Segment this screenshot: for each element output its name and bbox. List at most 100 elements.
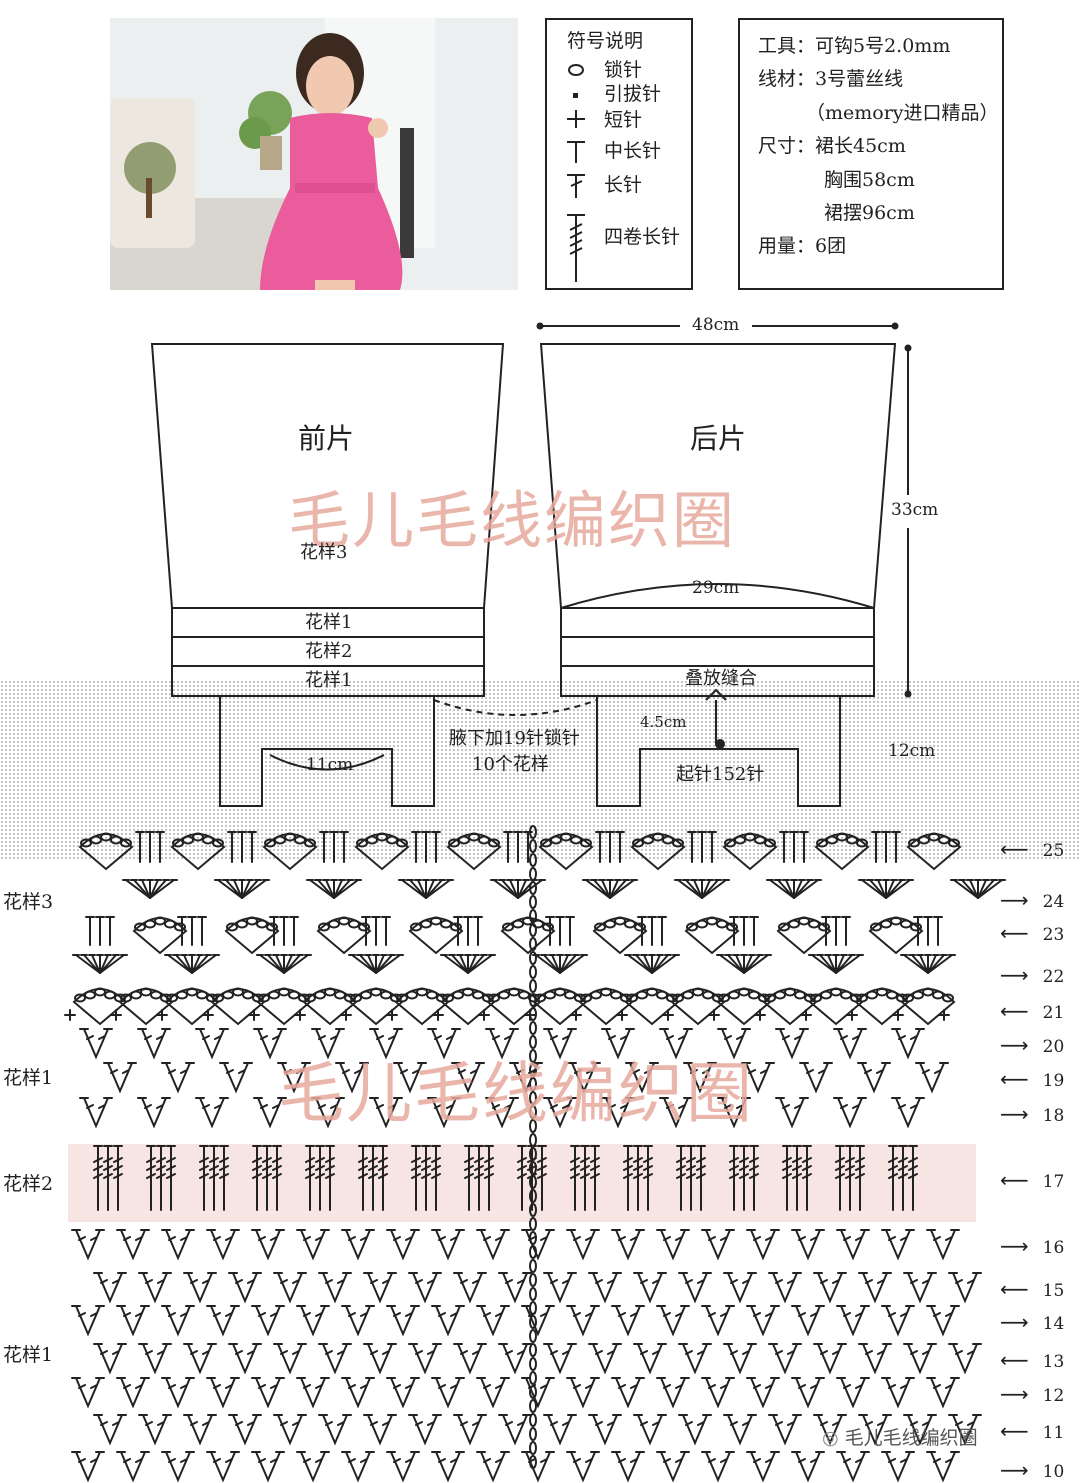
arrow-left-icon: ⟵ bbox=[1000, 1168, 1029, 1192]
tall-stitch-group bbox=[570, 1145, 600, 1211]
row-marker: ⟶12 bbox=[1000, 1382, 1064, 1406]
v-stitch-symbol bbox=[543, 1414, 577, 1446]
legend-label-single: 短针 bbox=[604, 109, 643, 131]
v-stitch-symbol bbox=[138, 1343, 172, 1375]
arrow-left-icon: ⟵ bbox=[1000, 1067, 1029, 1091]
shell-stitch-symbol bbox=[950, 879, 1006, 899]
v-stitch-symbol bbox=[791, 1377, 825, 1409]
chain-arc-symbol bbox=[716, 987, 772, 1026]
v-stitch-symbol bbox=[341, 1451, 375, 1483]
v-stitch-symbol bbox=[393, 1062, 427, 1094]
v-stitch-symbol bbox=[601, 1097, 635, 1129]
v-stitch-symbol bbox=[768, 1343, 802, 1375]
legend-title: 符号说明 bbox=[567, 30, 644, 52]
side-label-pattern1-upper: 花样1 bbox=[3, 1067, 54, 1089]
v-stitch-symbol bbox=[183, 1414, 217, 1446]
v-stitch-symbol bbox=[476, 1229, 510, 1261]
single-crochet-symbol bbox=[846, 1009, 858, 1021]
v-stitch-symbol bbox=[431, 1305, 465, 1337]
shell-stitch-symbol bbox=[72, 954, 128, 974]
v-stitch-symbol bbox=[813, 1272, 847, 1304]
arrow-right-icon: ⟶ bbox=[1000, 1458, 1029, 1482]
tool-spec: 工具：可钩5号2.0mm bbox=[758, 35, 951, 57]
arrow-right-icon: ⟶ bbox=[1000, 963, 1029, 987]
height-label: 33cm bbox=[891, 500, 939, 520]
v-stitch-symbol bbox=[311, 1028, 345, 1060]
tall-stitch-group bbox=[358, 1145, 388, 1211]
chain-arc-symbol bbox=[224, 916, 280, 955]
v-stitch-symbol bbox=[701, 1305, 735, 1337]
single-crochet-symbol bbox=[340, 1009, 352, 1021]
row-marker: ⟶14 bbox=[1000, 1310, 1064, 1334]
v-stitch-symbol bbox=[228, 1272, 262, 1304]
tall-stitch-group bbox=[269, 916, 299, 946]
v-stitch-symbol bbox=[717, 1097, 751, 1129]
row-number: 18 bbox=[1042, 1106, 1065, 1126]
v-stitch-symbol bbox=[683, 1062, 717, 1094]
shell-stitch-symbol bbox=[900, 954, 956, 974]
chain-arc-symbol bbox=[446, 832, 502, 871]
arrow-right-icon: ⟶ bbox=[1000, 1382, 1029, 1406]
chain-arc-symbol bbox=[776, 916, 832, 955]
v-stitch-symbol bbox=[915, 1062, 949, 1094]
v-stitch-symbol bbox=[427, 1028, 461, 1060]
v-stitch-symbol bbox=[678, 1343, 712, 1375]
chain-arc-symbol bbox=[394, 987, 450, 1026]
v-stitch-symbol bbox=[498, 1272, 532, 1304]
v-stitch-symbol bbox=[71, 1451, 105, 1483]
chain-arc-symbol bbox=[408, 916, 464, 955]
arrow-right-icon: ⟶ bbox=[1000, 1234, 1029, 1258]
row-number: 24 bbox=[1042, 892, 1065, 912]
v-stitch-symbol bbox=[948, 1272, 982, 1304]
arrow-left-icon: ⟵ bbox=[1000, 921, 1029, 945]
pattern1-bottom-label: 花样1 bbox=[305, 670, 353, 691]
center-chain-seam bbox=[529, 825, 537, 1469]
row-number: 15 bbox=[1042, 1281, 1065, 1301]
v-stitch-symbol bbox=[881, 1451, 915, 1483]
watermark-chart: 毛儿毛线编织圈 bbox=[278, 1055, 754, 1132]
v-stitch-symbol bbox=[386, 1451, 420, 1483]
v-stitch-symbol bbox=[431, 1451, 465, 1483]
v-stitch-symbol bbox=[791, 1305, 825, 1337]
v-stitch-symbol bbox=[836, 1305, 870, 1337]
credit-text: 毛儿毛线编织圈 bbox=[844, 1427, 978, 1449]
side-label-pattern1-lower: 花样1 bbox=[3, 1344, 54, 1366]
tall-stitch-group bbox=[305, 1145, 335, 1211]
v-stitch-symbol bbox=[926, 1305, 960, 1337]
v-stitch-symbol bbox=[566, 1229, 600, 1261]
chest-spec: 胸围58cm bbox=[824, 169, 915, 191]
v-stitch-symbol bbox=[363, 1414, 397, 1446]
v-stitch-symbol bbox=[476, 1305, 510, 1337]
v-stitch-symbol bbox=[476, 1451, 510, 1483]
v-stitch-symbol bbox=[723, 1414, 757, 1446]
v-stitch-symbol bbox=[926, 1229, 960, 1261]
v-stitch-symbol bbox=[791, 1229, 825, 1261]
shell-stitch-symbol bbox=[624, 954, 680, 974]
tall-stitch-group bbox=[687, 831, 717, 863]
v-stitch-symbol bbox=[206, 1229, 240, 1261]
v-stitch-symbol bbox=[858, 1343, 892, 1375]
v-stitch-symbol bbox=[206, 1305, 240, 1337]
bodice-height-label: 12cm bbox=[888, 741, 936, 761]
single-crochet-symbol bbox=[616, 1009, 628, 1021]
single-crochet-symbol bbox=[570, 1009, 582, 1021]
row-number: 11 bbox=[1042, 1423, 1065, 1443]
v-stitch-symbol bbox=[386, 1305, 420, 1337]
chain-arc-symbol bbox=[302, 987, 358, 1026]
v-stitch-symbol bbox=[296, 1305, 330, 1337]
chain-arc-symbol bbox=[670, 987, 726, 1026]
row-marker: ⟵25 bbox=[1000, 837, 1064, 861]
v-stitch-symbol bbox=[858, 1414, 892, 1446]
side-label-pattern2: 花样2 bbox=[3, 1173, 54, 1195]
v-stitch-symbol bbox=[746, 1229, 780, 1261]
v-stitch-symbol bbox=[183, 1272, 217, 1304]
tall-stitch-group bbox=[93, 1145, 123, 1211]
chain-arc-symbol bbox=[900, 987, 956, 1026]
v-stitch-symbol bbox=[701, 1377, 735, 1409]
chain-arc-symbol bbox=[262, 832, 318, 871]
legend-label-quad-treble: 四卷长针 bbox=[604, 226, 681, 248]
v-stitch-symbol bbox=[775, 1028, 809, 1060]
v-stitch-symbol bbox=[633, 1272, 667, 1304]
v-stitch-symbol bbox=[228, 1414, 262, 1446]
yarn-note: （memory进口精品） bbox=[806, 102, 999, 124]
